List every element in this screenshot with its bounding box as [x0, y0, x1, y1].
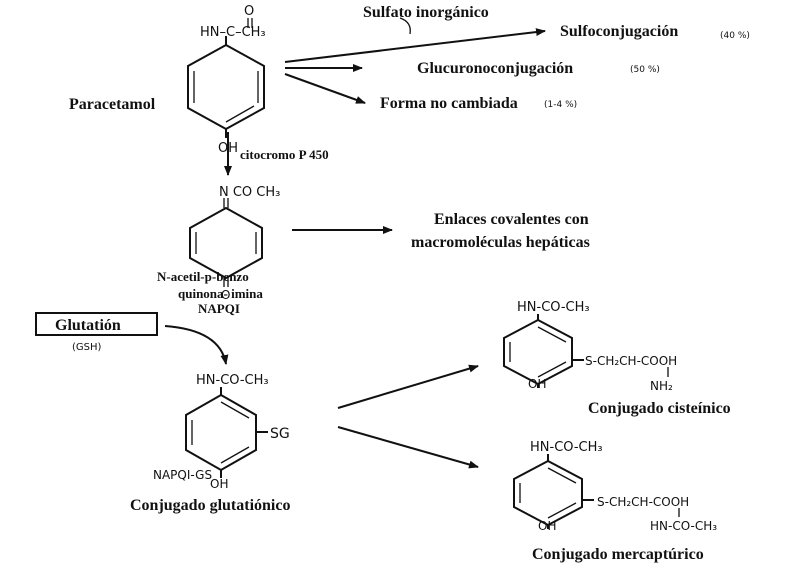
sulfoconjugation-label: Sulfoconjugación: [560, 23, 678, 40]
sulfoconjugation-percent: (40 %): [720, 31, 750, 41]
paracetamol-carbonyl-o: O: [244, 4, 254, 19]
gs-conjugate-structure: HN-CO-CH₃ SG OH: [185, 373, 290, 491]
arrow-to-cysteine: [337, 364, 479, 409]
gs-conjugate-label: Conjugado glutatiónico: [130, 497, 290, 514]
gs-oh: OH: [210, 477, 228, 491]
arrow-to-mercapturic: [337, 426, 479, 469]
sulfato-label: Sulfato inorgánico: [363, 4, 489, 21]
merc-ring: [513, 459, 583, 527]
glutathione-label: Glutatión: [55, 317, 121, 334]
merc-substituent: HN-CO-CH₃: [530, 440, 603, 455]
merc-side-chain: S-CH₂CH-COOH: [597, 495, 689, 509]
covalent-line1: Enlaces covalentes con: [434, 211, 589, 228]
paracetamol-ring: [187, 43, 265, 131]
covalent-line2: macromoléculas hepáticas: [411, 234, 590, 251]
paracetamol-structure: O HN–C–CH₃ OH: [187, 4, 266, 156]
napqi-o: O: [221, 288, 230, 302]
gs-sg: SG: [270, 426, 290, 442]
cys-substituent: HN-CO-CH₃: [517, 300, 590, 315]
napqi-substituent: N CO CH₃: [219, 185, 280, 200]
sulfate-input-curve: [399, 17, 411, 35]
mercapturic-conjugate-structure: HN-CO-CH₃ S-CH₂CH-COOH HN-CO-CH₃ OH: [513, 440, 717, 533]
cysteine-conjugate-structure: HN-CO-CH₃ S-CH₂CH-COOH NH₂ OH: [503, 300, 677, 393]
gs-ring: [185, 393, 257, 472]
merc-oh: OH: [538, 519, 556, 533]
arrow-glutathione: [164, 325, 229, 365]
glutathione-abbr: (GSH): [72, 342, 102, 353]
napqi-name-line2: quinona- imina: [178, 286, 263, 301]
unchanged-percent: (1-4 %): [544, 100, 577, 110]
napqi-name-line3: NAPQI: [198, 301, 240, 316]
paracetamol-label: Paracetamol: [69, 96, 156, 113]
cysteine-conjugate-label: Conjugado cisteínico: [588, 400, 731, 417]
glucuronoconjugation-label: Glucuronoconjugación: [417, 60, 573, 77]
unchanged-label: Forma no cambiada: [380, 95, 518, 112]
cys-ring: [503, 318, 573, 386]
merc-nh: HN-CO-CH₃: [650, 519, 717, 533]
cyp450-label: citocromo P 450: [240, 147, 329, 162]
paracetamol-substituent: HN–C–CH₃: [200, 25, 266, 40]
napqi-name-line1: N-acetil-p-benzo: [157, 269, 249, 284]
arrow-unchanged: [284, 73, 366, 104]
gs-substituent: HN-CO-CH₃: [196, 373, 269, 388]
glutathione-box: [35, 312, 158, 336]
glucuronoconjugation-percent: (50 %): [630, 65, 660, 75]
cys-side-chain: S-CH₂CH-COOH: [585, 354, 677, 368]
arrow-sulfoconjugation: [284, 28, 546, 63]
cys-oh: OH: [528, 377, 546, 391]
napqi-ring: [189, 206, 263, 280]
napqi-structure: N CO CH₃ O: [189, 185, 280, 302]
cys-nh2: NH₂: [650, 379, 673, 393]
gs-code: NAPQI-GS: [153, 468, 212, 482]
mercapturic-conjugate-label: Conjugado mercaptúrico: [532, 546, 704, 563]
